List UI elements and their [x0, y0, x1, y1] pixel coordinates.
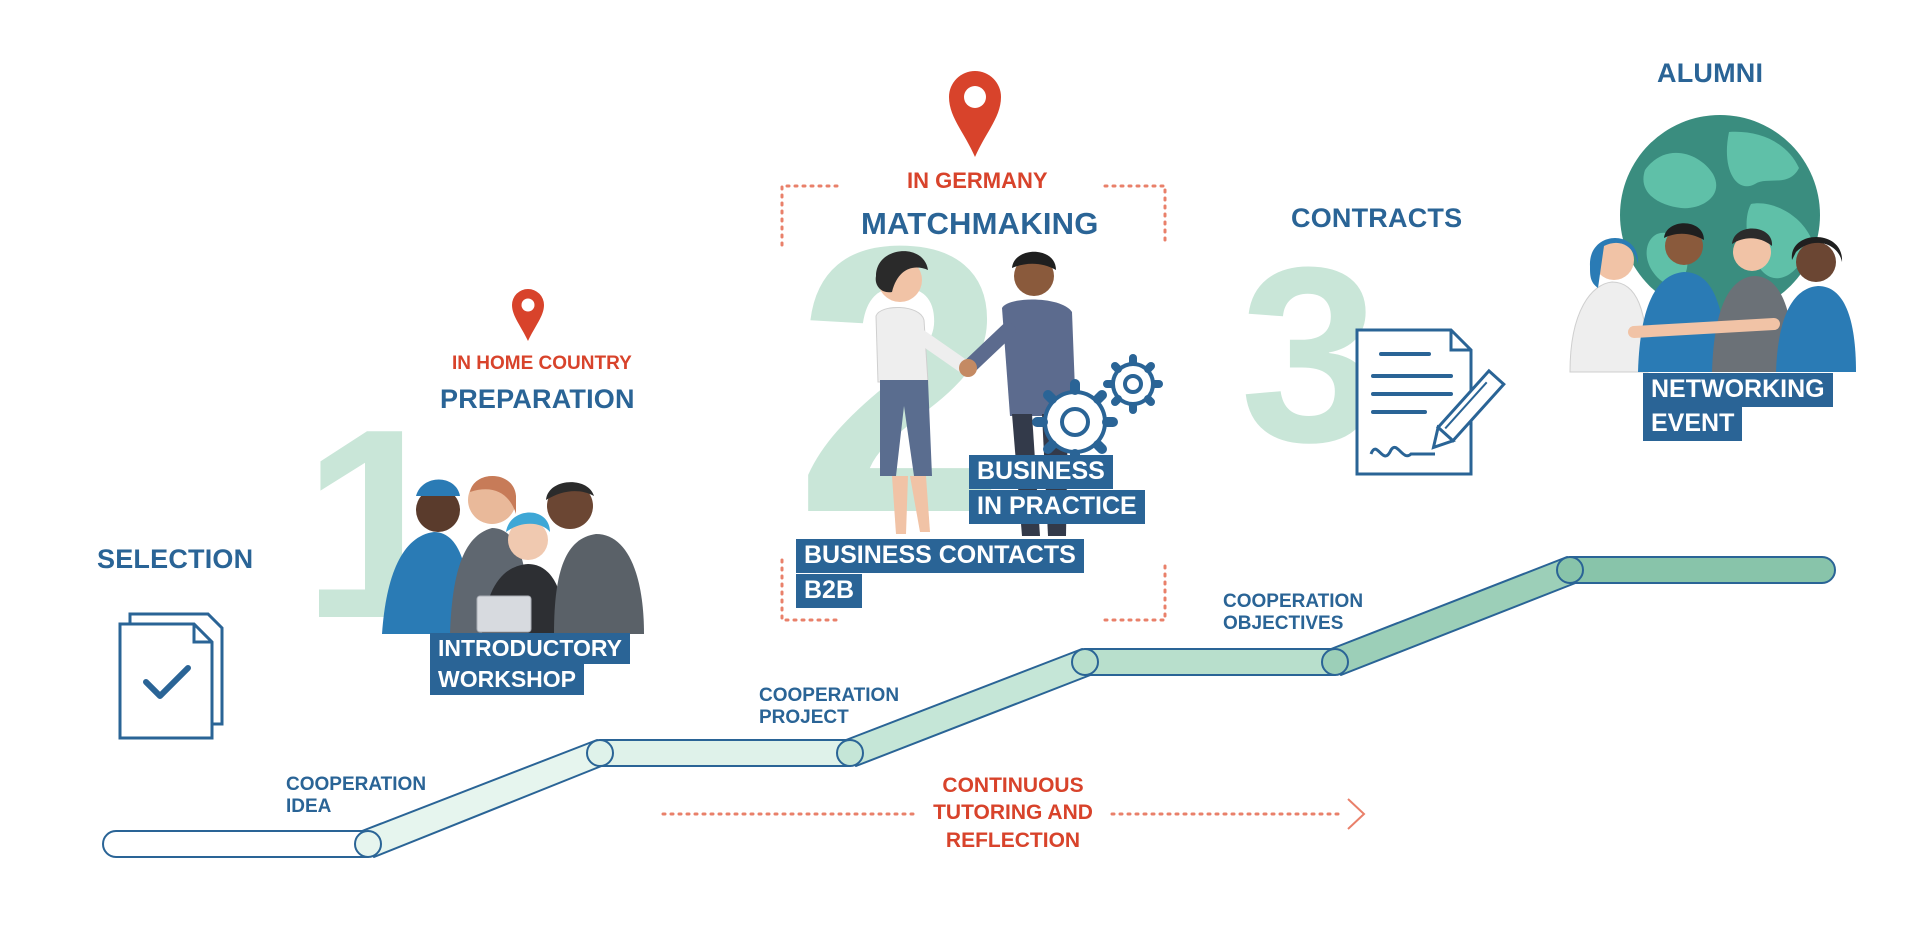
- stage-title-contracts: CONTRACTS: [1291, 203, 1463, 233]
- tutoring-line: CONTINUOUS: [942, 774, 1084, 797]
- globe-icon: [1620, 115, 1820, 315]
- location-pin-icon: [949, 71, 1001, 157]
- tutoring-line: REFLECTION: [945, 828, 1081, 852]
- stage-title-selection: SELECTION: [97, 544, 254, 574]
- activity-label-business-contacts: BUSINESS CONTACTS: [796, 539, 1084, 573]
- tutoring-line: TUTORING AND: [933, 801, 1093, 825]
- networking-people-illustration: [1569, 223, 1856, 373]
- path-label-line: OBJECTIVES: [1223, 612, 1344, 634]
- path-label-line: IDEA: [286, 795, 332, 817]
- path-label-line: PROJECT: [759, 706, 849, 728]
- gear-icon: [1032, 354, 1163, 465]
- location-label-germany: IN GERMANY: [907, 168, 1048, 193]
- location-label-home-country: IN HOME COUNTRY: [452, 353, 632, 374]
- path-label-line: COOPERATION: [1223, 591, 1364, 612]
- location-pin-icon: [512, 289, 544, 341]
- activity-label-workshop: WORKSHOP: [430, 664, 584, 696]
- contract-pencil-icon: [1355, 328, 1506, 476]
- activity-label-networking: NETWORKING: [1643, 373, 1833, 407]
- path-label-line: COOPERATION: [286, 774, 427, 795]
- stage-title-matchmaking: MATCHMAKING: [861, 206, 1099, 241]
- path-label-cooperation-project: COOPERATION PROJECT: [759, 685, 899, 729]
- activity-label-b2b: B2B: [796, 574, 863, 608]
- activity-label-introductory: INTRODUCTORY: [430, 633, 630, 665]
- arrow-head-icon: [1347, 798, 1366, 830]
- stage-title-preparation: PREPARATION: [440, 384, 635, 414]
- path-label-line: COOPERATION: [759, 685, 900, 706]
- document-check-icon: [118, 612, 224, 740]
- path-label-cooperation-idea: COOPERATION IDEA: [286, 774, 426, 818]
- activity-label-event: EVENT: [1643, 407, 1743, 441]
- activity-label-business: BUSINESS: [969, 455, 1113, 489]
- tutoring-label: CONTINUOUS TUTORING AND REFLECTION: [918, 772, 1108, 854]
- path-label-cooperation-objectives: COOPERATION OBJECTIVES: [1223, 591, 1363, 635]
- workshop-team-illustration: [382, 475, 644, 634]
- activity-label-in-practice: IN PRACTICE: [969, 490, 1145, 524]
- stage-title-alumni: ALUMNI: [1657, 58, 1764, 88]
